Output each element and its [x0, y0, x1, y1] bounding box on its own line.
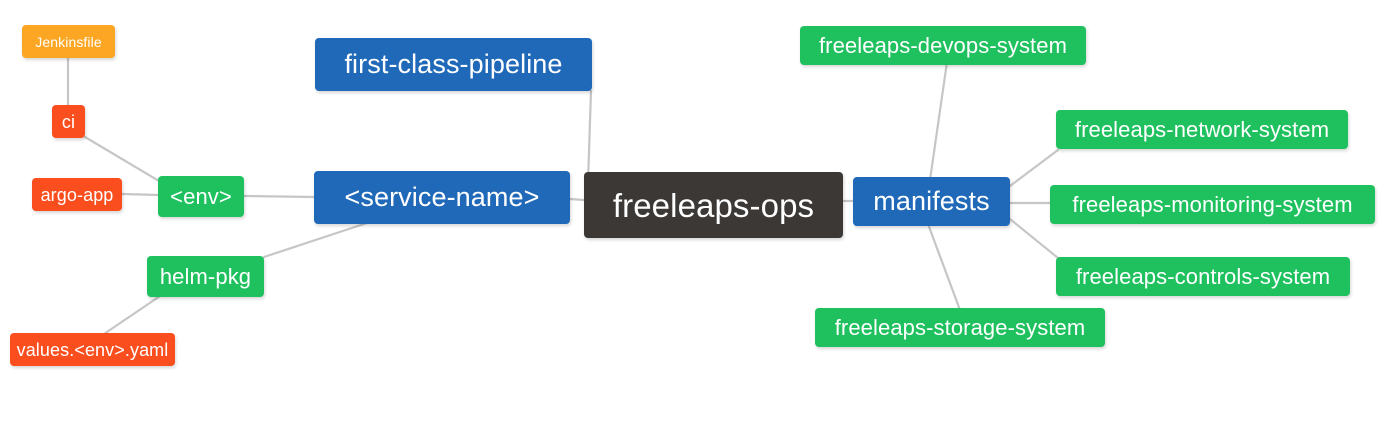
node-label: freeleaps-monitoring-system	[1072, 191, 1353, 217]
node-freeleaps-storage-system[interactable]: freeleaps-storage-system	[815, 308, 1105, 347]
edge-service-name-to-env	[242, 194, 316, 199]
node-ci[interactable]: ci	[52, 105, 85, 138]
edge-env-to-argo-app	[120, 192, 161, 197]
node-label: Jenkinsfile	[35, 33, 102, 50]
node-freeleaps-network-system[interactable]: freeleaps-network-system	[1056, 110, 1348, 149]
edge-manifests-to-controls-system	[1008, 217, 1060, 260]
node-argo-app[interactable]: argo-app	[32, 178, 122, 211]
node-jenkinsfile[interactable]: Jenkinsfile	[22, 25, 115, 58]
node-label: helm-pkg	[159, 263, 252, 289]
edge-root-to-first-class-pipeline	[586, 89, 593, 184]
node-label: freeleaps-storage-system	[834, 314, 1086, 340]
node-label: <env>	[170, 183, 232, 209]
node-label: freeleaps-controls-system	[1075, 263, 1331, 289]
node-label: ci	[61, 111, 76, 132]
node-manifests[interactable]: manifests	[853, 177, 1010, 226]
node-label: freeleaps-devops-system	[818, 32, 1068, 58]
node-service-name[interactable]: <service-name>	[314, 171, 570, 224]
edge-manifests-to-network-system	[1008, 148, 1060, 188]
node-first-class-pipeline[interactable]: first-class-pipeline	[315, 38, 592, 91]
edge-service-name-to-helm-pkg	[262, 219, 375, 259]
node-label: first-class-pipeline	[344, 49, 563, 79]
node-values-env-yaml[interactable]: values.<env>.yaml	[10, 333, 175, 366]
edge-helm-pkg-to-values-yaml	[102, 294, 162, 336]
node-env[interactable]: <env>	[158, 176, 244, 217]
edge-manifests-to-storage-system	[926, 222, 962, 312]
node-label: values.<env>.yaml	[16, 339, 169, 360]
node-label: manifests	[873, 186, 990, 216]
node-freeleaps-devops-system[interactable]: freeleaps-devops-system	[800, 26, 1086, 65]
node-helm-pkg[interactable]: helm-pkg	[147, 256, 264, 297]
node-freeleaps-ops[interactable]: freeleaps-ops	[584, 172, 843, 238]
node-label: freeleaps-ops	[612, 186, 815, 224]
edge-root-to-service-name	[568, 197, 586, 202]
node-label: argo-app	[40, 184, 114, 205]
edge-env-to-ci	[83, 135, 161, 183]
node-freeleaps-monitoring-system[interactable]: freeleaps-monitoring-system	[1050, 185, 1375, 224]
edge-manifests-to-devops-system	[928, 60, 949, 182]
node-label: <service-name>	[344, 182, 540, 212]
node-freeleaps-controls-system[interactable]: freeleaps-controls-system	[1056, 257, 1350, 296]
node-label: freeleaps-network-system	[1074, 116, 1330, 142]
